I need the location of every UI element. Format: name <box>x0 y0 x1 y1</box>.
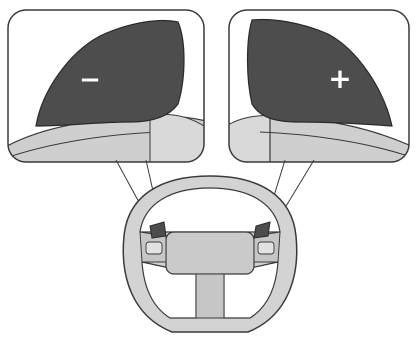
left-paddle-callout: − <box>0 10 210 170</box>
plus-symbol: + <box>328 62 351 95</box>
steering-wheel <box>123 176 296 332</box>
minus-symbol: − <box>79 65 101 95</box>
wheel-hub <box>166 232 254 274</box>
right-paddle-callout: + <box>220 10 417 170</box>
